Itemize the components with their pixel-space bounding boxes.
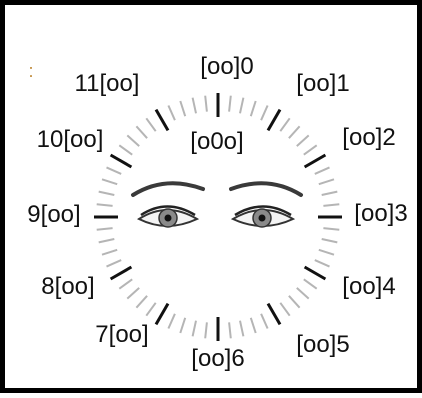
minor-tick [319, 250, 334, 255]
minor-tick [102, 179, 117, 184]
minor-tick [251, 318, 256, 333]
minor-tick [315, 167, 330, 174]
major-tick [111, 155, 132, 167]
hour-label-7: 7[oo] [95, 323, 148, 347]
minor-tick [107, 167, 122, 174]
left-eye-icon [139, 207, 197, 228]
center-label: [o0o] [190, 130, 243, 154]
minor-tick [119, 145, 132, 154]
minor-tick [102, 250, 117, 255]
minor-tick [193, 98, 196, 114]
minor-tick [127, 288, 139, 299]
minor-tick [289, 296, 300, 308]
minor-tick [127, 135, 139, 146]
major-tick [305, 267, 326, 279]
major-tick [268, 110, 280, 131]
minor-tick [119, 279, 132, 288]
minor-tick [319, 179, 334, 184]
minor-tick [289, 126, 300, 138]
hour-label-8: 8[oo] [41, 275, 94, 299]
minor-tick [229, 322, 231, 338]
hour-label-6: [oo]6 [191, 347, 244, 371]
right-eye-icon [233, 207, 293, 228]
minor-tick [280, 118, 289, 131]
minor-tick [323, 204, 339, 206]
minor-tick [304, 145, 317, 154]
minor-tick [251, 101, 256, 116]
minor-tick [323, 228, 339, 230]
minor-tick [297, 288, 309, 299]
minor-tick [168, 106, 175, 121]
hour-label-5: [oo]5 [296, 333, 349, 357]
minor-tick [136, 126, 147, 138]
minor-tick [180, 101, 185, 116]
major-tick [156, 110, 168, 131]
minor-tick [146, 303, 155, 316]
minor-tick [97, 204, 113, 206]
minor-tick [322, 239, 338, 242]
minor-tick [180, 318, 185, 333]
minor-tick [99, 239, 115, 242]
minor-tick [297, 135, 309, 146]
major-tick [156, 304, 168, 325]
hour-label-10: 10[oo] [37, 128, 104, 152]
minor-tick [261, 106, 268, 121]
hour-label-9: 9[oo] [27, 203, 80, 227]
right-eyebrow-icon [231, 183, 301, 195]
minor-tick [205, 96, 207, 112]
face-illustration [133, 183, 301, 227]
minor-tick [304, 279, 317, 288]
minor-tick [107, 260, 122, 267]
hour-label-3: [oo]3 [354, 202, 407, 226]
minor-tick [146, 118, 155, 131]
major-tick [305, 155, 326, 167]
minor-tick [280, 303, 289, 316]
stray-mark: : [28, 62, 33, 80]
minor-tick [315, 260, 330, 267]
left-eyebrow-icon [133, 183, 203, 195]
minor-tick [205, 322, 207, 338]
minor-tick [240, 98, 243, 114]
major-tick [268, 304, 280, 325]
minor-tick [240, 321, 243, 337]
minor-tick [229, 96, 231, 112]
minor-tick [322, 192, 338, 195]
minor-tick [193, 321, 196, 337]
minor-tick [97, 228, 113, 230]
major-tick [111, 267, 132, 279]
minor-tick [261, 314, 268, 329]
hour-label-4: [oo]4 [342, 275, 395, 299]
minor-tick [136, 296, 147, 308]
minor-tick [99, 192, 115, 195]
hour-label-0: [oo]0 [200, 55, 253, 79]
hour-label-11: 11[oo] [75, 72, 140, 96]
minor-tick [168, 314, 175, 329]
hour-label-2: [oo]2 [342, 126, 395, 150]
hour-label-1: [oo]1 [296, 72, 349, 96]
